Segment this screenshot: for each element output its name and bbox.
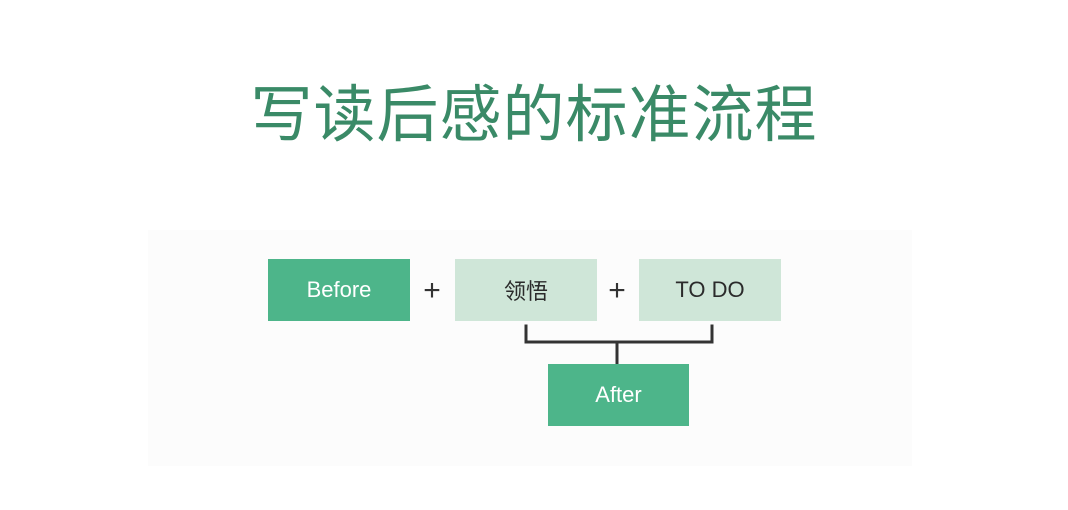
after-box: After [548,364,689,426]
todo-box: TO DO [639,259,781,321]
before-box: Before [268,259,410,321]
insight-label: 领悟 [503,279,548,304]
insight-box: 领悟 [455,259,597,321]
after-label: After [595,382,642,407]
plus-sign-1: + [423,274,441,307]
todo-label: TO DO [675,277,745,302]
plus-sign-2: + [608,274,626,307]
before-label: Before [306,277,372,302]
page-title: 写读后感的标准流程 [250,78,818,151]
